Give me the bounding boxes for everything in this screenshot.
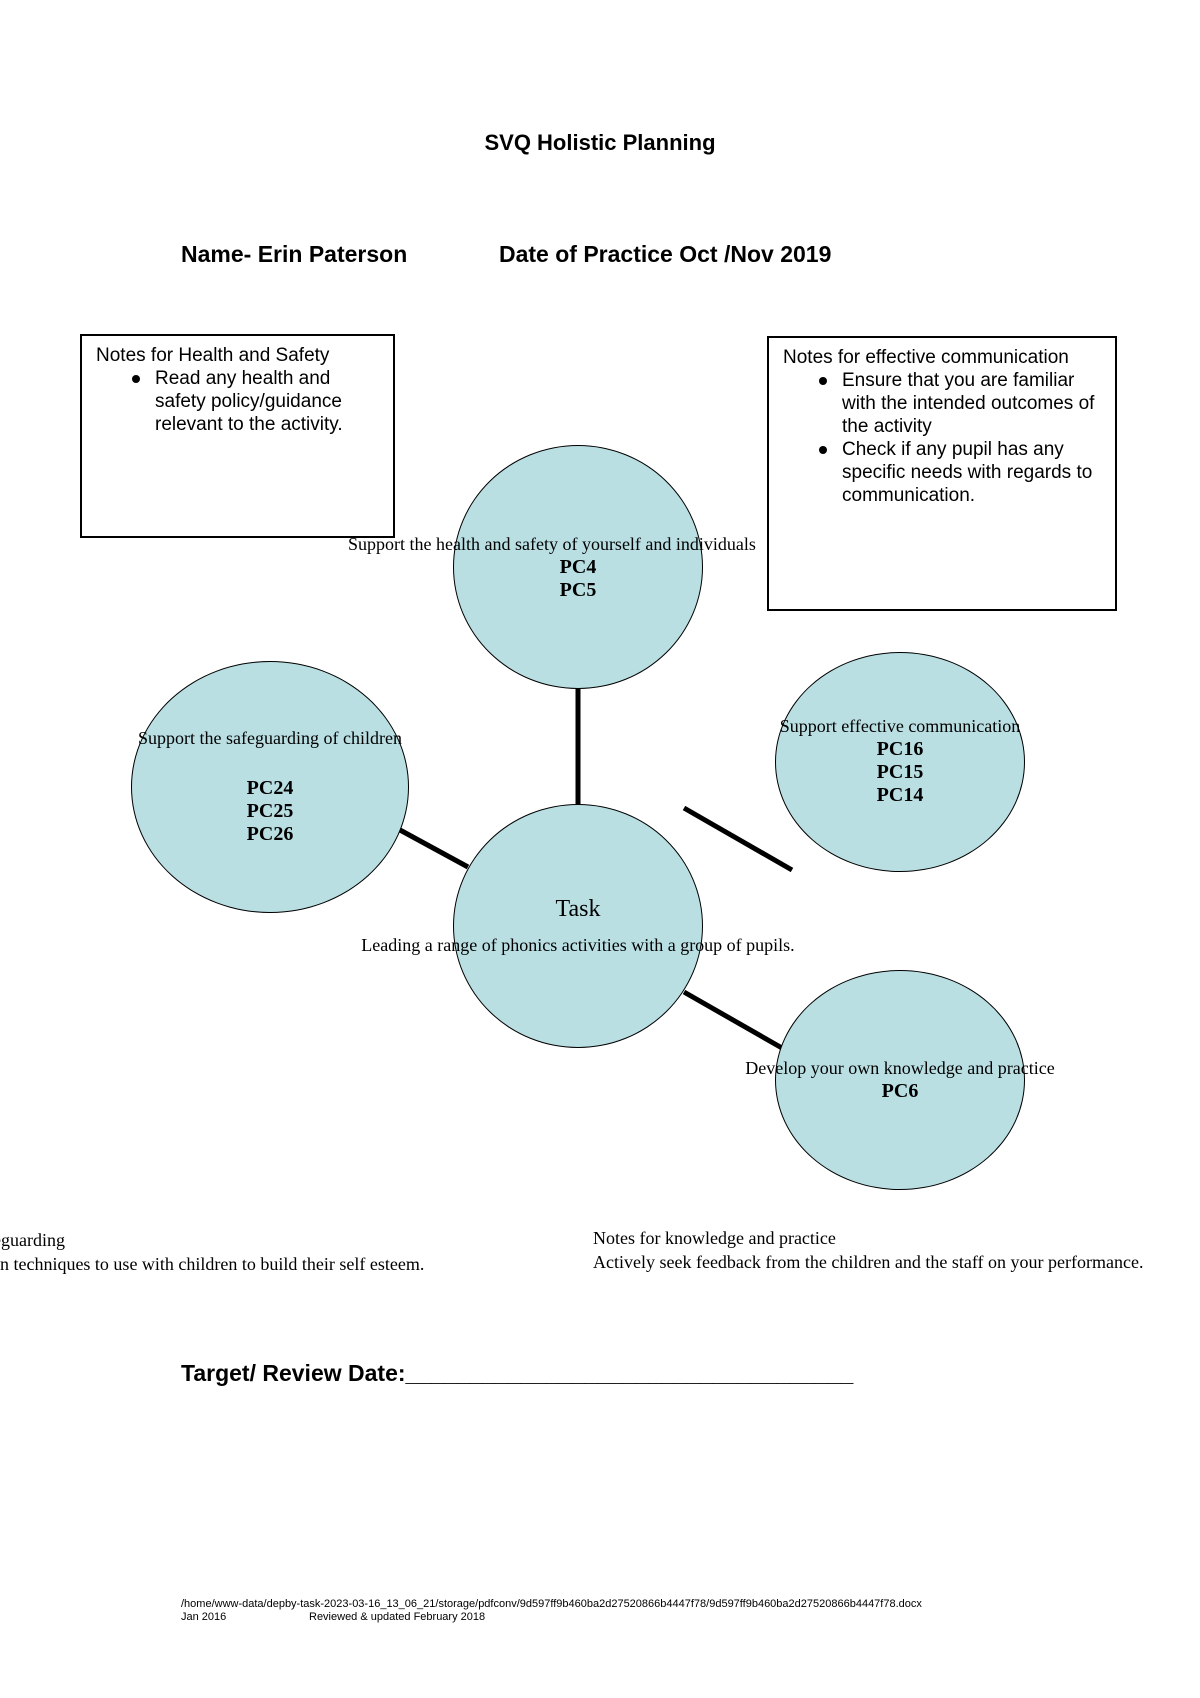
learner-name: Name- Erin Paterson — [181, 241, 408, 267]
circle-health-safety — [453, 445, 703, 689]
pc-code: PC5 — [559, 579, 597, 601]
notes-knowledge-heading: Notes for knowledge and practice — [593, 1228, 836, 1248]
notes-safeguarding-text: Seek advice on techniques to use with ch… — [0, 1254, 425, 1274]
notes-communication-heading: Notes for effective communication — [783, 347, 1069, 368]
circle-text: Support the safeguarding of children — [138, 728, 402, 748]
pc-code: PC15 — [876, 761, 924, 783]
notes-health-safety-box: Notes for Health and Safety Read any hea… — [80, 334, 395, 538]
notes-health-safety-heading: Notes for Health and Safety — [96, 345, 330, 366]
pc-code: PC16 — [876, 738, 924, 760]
footer-reviewed: Reviewed & updated February 2018 — [309, 1611, 486, 1623]
circle-safeguarding-label: Support the safeguarding of children — [110, 727, 430, 750]
notes-health-safety-list: Read any health and safety policy/guidan… — [96, 367, 379, 436]
circle-health-safety-label: Support the health and safety of yoursel… — [348, 533, 768, 556]
notes-communication-list: Ensure that you are familiar with the in… — [783, 369, 1101, 507]
task-description: Leading a range of phonics activities wi… — [361, 935, 795, 955]
pc-code: PC24 — [246, 777, 294, 799]
pc-code: PC14 — [876, 784, 924, 806]
connector-knowledge — [682, 989, 784, 1051]
notes-communication-box: Notes for effective communication Ensure… — [767, 336, 1117, 611]
pc-code: PC4 — [559, 556, 597, 578]
circle-text: Support effective communication — [779, 716, 1021, 736]
footer-created: Jan 2016 — [181, 1611, 227, 1623]
pc-code: PC6 — [881, 1080, 919, 1102]
notes-knowledge-text: Actively seek feedback from the children… — [593, 1252, 1144, 1272]
circle-communication — [775, 652, 1025, 872]
connector-safeguarding — [398, 827, 470, 870]
circle-communication-label: Support effective communication PC16 PC1… — [740, 715, 1060, 807]
practice-date: Date of Practice Oct /Nov 2019 — [499, 241, 832, 267]
notes-knowledge: Notes for knowledge and practice Activel… — [593, 1226, 1200, 1274]
circle-safeguarding-pcs: PC24 PC25 PC26 — [131, 777, 409, 846]
circle-knowledge-label: Develop your own knowledge and practice … — [700, 1057, 1100, 1103]
circle-safeguarding — [131, 661, 409, 913]
circle-text: Support the health and safety of yoursel… — [348, 534, 756, 554]
circle-health-safety-pcs: PC4 PC5 — [453, 556, 703, 602]
list-item: Check if any pupil has any specific need… — [783, 438, 1101, 507]
page-title: SVQ Holistic Planning — [484, 130, 716, 155]
circle-text: Develop your own knowledge and practice — [745, 1058, 1055, 1078]
notes-safeguarding-heading: Notes for safeguarding — [0, 1230, 65, 1250]
list-item: Ensure that you are familiar with the in… — [783, 369, 1101, 438]
task-title: Task — [555, 896, 601, 922]
list-item: Read any health and safety policy/guidan… — [96, 367, 379, 436]
notes-safeguarding: Notes for safeguarding Seek advice on te… — [0, 1228, 590, 1288]
target-review-date: Target/ Review Date:____________________… — [181, 1360, 854, 1386]
connector-communication — [682, 805, 794, 873]
pc-code: PC25 — [246, 800, 294, 822]
footer-path: /home/www-data/depby-task-2023-03-16_13_… — [181, 1598, 922, 1610]
pc-code: PC26 — [246, 823, 294, 845]
circle-knowledge — [775, 970, 1025, 1190]
circle-task — [453, 804, 703, 1048]
